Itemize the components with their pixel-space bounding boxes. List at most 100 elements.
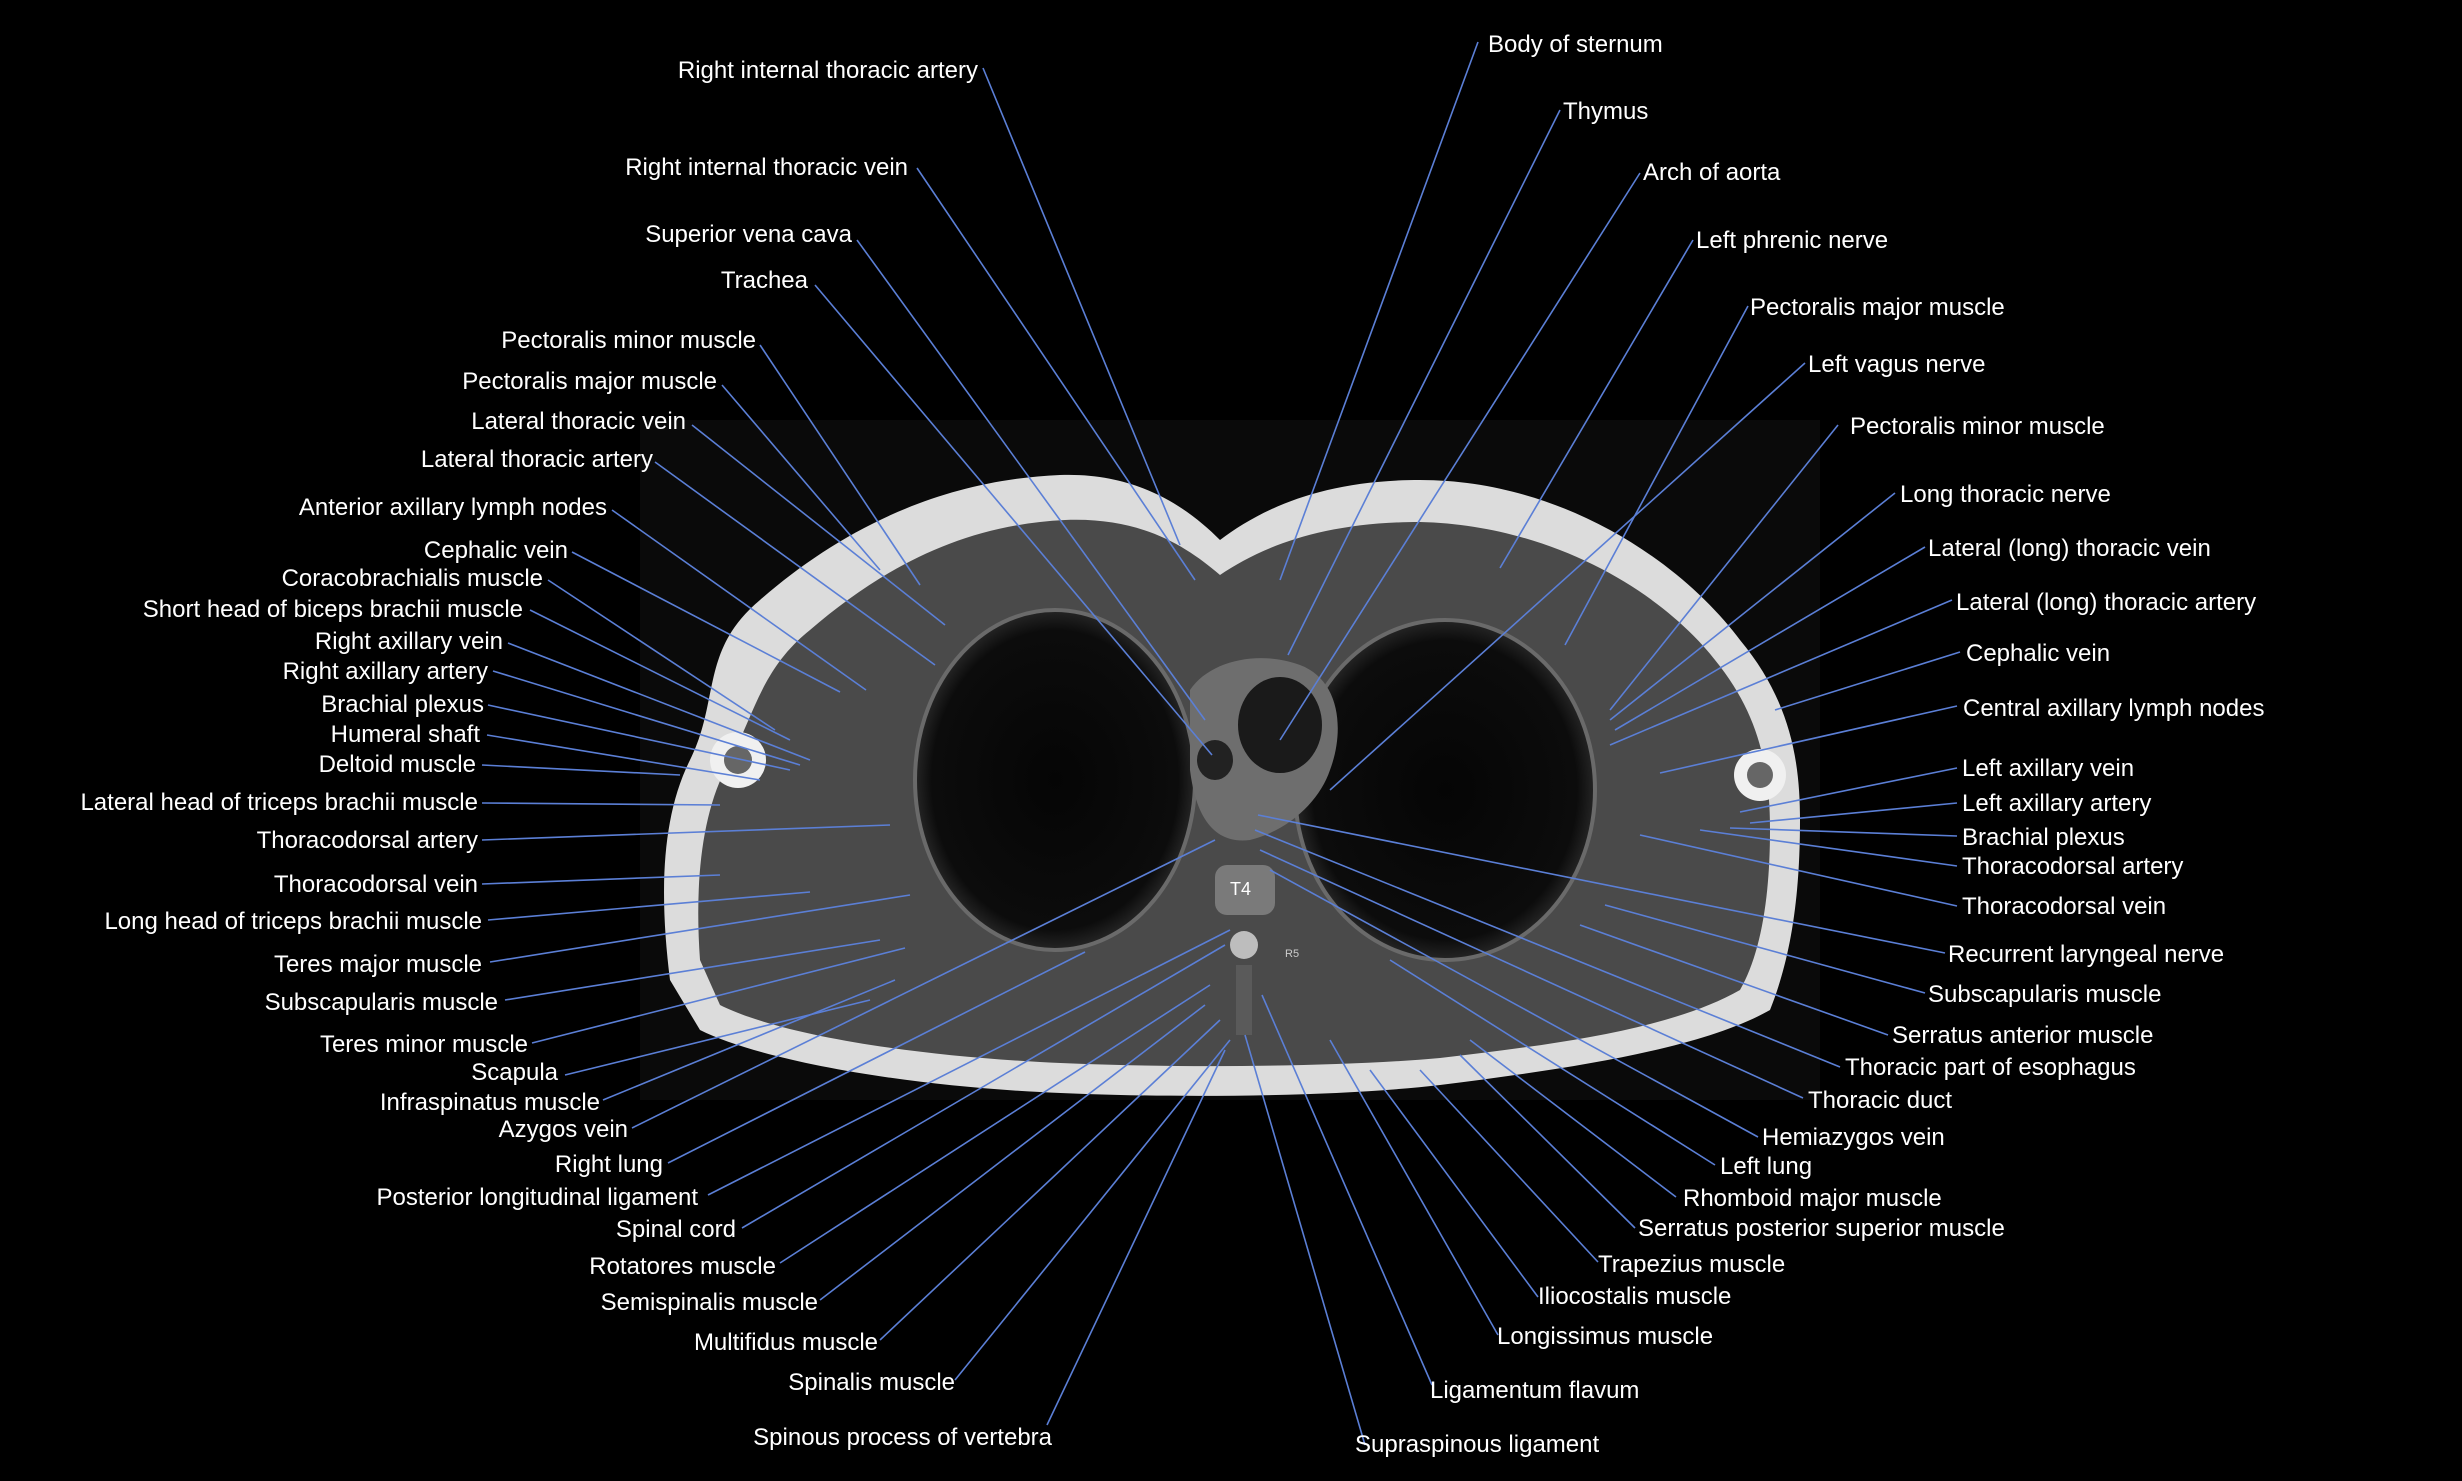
trachea-shape	[1197, 740, 1233, 780]
leader-line	[487, 704, 791, 771]
leader-line	[631, 839, 1216, 1129]
leader-line	[529, 609, 791, 741]
label: Deltoid muscle	[319, 751, 476, 778]
leader-line	[1259, 849, 1804, 1099]
leader-line	[1389, 959, 1716, 1166]
label: Hemiazygos vein	[1762, 1124, 1945, 1151]
label: Thoracic part of esophagus	[1845, 1054, 2136, 1081]
label: Left axillary artery	[1962, 790, 2151, 817]
leader-line	[691, 424, 946, 626]
label: Posterior longitudinal ligament	[376, 1184, 698, 1211]
label: Subscapularis muscle	[1928, 981, 2161, 1008]
leader-line	[667, 951, 1086, 1164]
label: Rhomboid major muscle	[1683, 1185, 1942, 1212]
leader-line	[1369, 1069, 1539, 1298]
leader-line	[1279, 41, 1479, 581]
label: Arch of aorta	[1643, 159, 1781, 186]
leader-line	[814, 284, 1213, 756]
leader-line	[481, 802, 721, 806]
leader-line	[1739, 767, 1958, 813]
label: Spinous process of vertebra	[753, 1424, 1052, 1451]
label: Recurrent laryngeal nerve	[1948, 941, 2224, 968]
label: Subscapularis muscle	[265, 989, 498, 1016]
leader-line	[1269, 869, 1759, 1138]
label: Left axillary vein	[1962, 755, 2134, 782]
label: Superior vena cava	[645, 221, 852, 248]
leader-line	[547, 579, 776, 731]
aortic-arch-shape	[1238, 677, 1322, 773]
label: Teres major muscle	[274, 951, 482, 978]
leader-line	[1257, 814, 1946, 954]
leader-line	[1329, 1039, 1499, 1336]
label: Lateral thoracic vein	[471, 408, 686, 435]
label: Lateral (long) thoracic vein	[1928, 535, 2211, 562]
leader-line	[954, 1039, 1231, 1381]
label: Left vagus nerve	[1808, 351, 1985, 378]
label: Lateral thoracic artery	[421, 446, 653, 473]
label: Pectoralis minor muscle	[1850, 413, 2105, 440]
leader-line	[531, 947, 906, 1044]
label: Semispinalis muscle	[601, 1289, 818, 1316]
leader-line	[759, 344, 921, 586]
leader-line	[1699, 829, 1958, 867]
leader-line	[1244, 1034, 1366, 1446]
label: Spinal cord	[616, 1216, 736, 1243]
leader-line	[1579, 924, 1889, 1036]
leader-line	[1287, 109, 1561, 656]
leader-line	[489, 894, 911, 963]
label: Right internal thoracic artery	[678, 57, 978, 84]
label: Long thoracic nerve	[1900, 481, 2111, 508]
label: Trapezius muscle	[1598, 1251, 1785, 1278]
label: Ligamentum flavum	[1430, 1377, 1639, 1404]
leader-line	[486, 734, 761, 781]
leader-line	[481, 824, 891, 841]
leader-line	[707, 929, 1231, 1196]
right-lung-shape	[913, 608, 1197, 952]
label: Thoracic duct	[1808, 1087, 1952, 1114]
label: Left phrenic nerve	[1696, 227, 1888, 254]
leader-line	[1639, 834, 1958, 907]
leader-line	[504, 939, 881, 1001]
leader-line	[856, 239, 1206, 721]
humerus-right-marrow	[724, 746, 752, 774]
label: Spinalis muscle	[788, 1369, 955, 1396]
label: Trachea	[721, 267, 809, 294]
label: Teres minor muscle	[320, 1031, 528, 1058]
leader-line	[1499, 239, 1694, 569]
leader-line	[1469, 1039, 1677, 1198]
label: Thoracodorsal artery	[1962, 853, 2183, 880]
label: Rotatores muscle	[589, 1253, 776, 1280]
leader-line	[1261, 994, 1433, 1386]
label: Body of sternum	[1488, 31, 1663, 58]
leader-line	[564, 999, 871, 1076]
leader-line	[1749, 802, 1958, 824]
leader-line	[1609, 599, 1953, 746]
label: Short head of biceps brachii muscle	[143, 596, 523, 623]
spinal-canal	[1230, 931, 1258, 959]
label: Right axillary artery	[283, 658, 488, 685]
vertebra-label: T4	[1230, 879, 1251, 899]
label: Central axillary lymph nodes	[1963, 695, 2264, 722]
rib-label: R5	[1285, 948, 1299, 960]
leader-line	[1659, 705, 1958, 774]
leader-line	[481, 764, 681, 776]
label: Right lung	[555, 1151, 663, 1178]
label: Pectoralis major muscle	[1750, 294, 2005, 321]
leader-line	[1609, 424, 1839, 711]
leader-line	[1254, 829, 1841, 1068]
left-label-column: Right internal thoracic artery Right int…	[80, 57, 1052, 1451]
label: Infraspinatus muscle	[380, 1089, 600, 1116]
right-label-column: Body of sternum Thymus Arch of aorta Lef…	[1355, 31, 2264, 1458]
label: Thoracodorsal artery	[257, 827, 478, 854]
leader-line	[492, 670, 801, 766]
label: Long head of triceps brachii muscle	[104, 908, 482, 935]
label: Serratus anterior muscle	[1892, 1022, 2153, 1049]
label: Lateral (long) thoracic artery	[1956, 589, 2256, 616]
leader-line	[1459, 1054, 1636, 1229]
leader-lines	[481, 41, 1961, 1446]
leader-line	[481, 874, 721, 885]
spinous-process-shape	[1236, 965, 1252, 1035]
label: Left lung	[1720, 1153, 1812, 1180]
label: Brachial plexus	[321, 691, 484, 718]
